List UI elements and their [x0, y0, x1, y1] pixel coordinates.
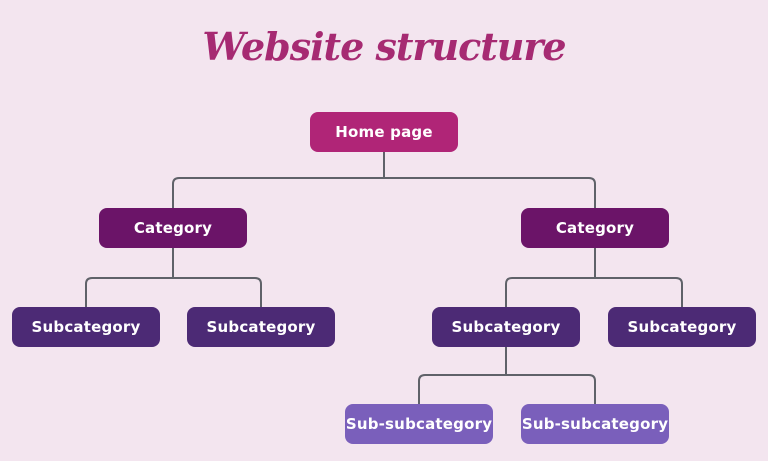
node-subcategory-2: Subcategory [187, 307, 335, 347]
node-label: Subcategory [31, 318, 141, 336]
diagram-title: Website structure [202, 24, 566, 69]
node-subsubcategory-1: Sub-subcategory [345, 404, 493, 444]
node-label: Subcategory [451, 318, 561, 336]
connector-cat-right-bar [505, 277, 683, 307]
connector-subcat-bar [418, 374, 596, 404]
node-label: Subcategory [206, 318, 316, 336]
node-home-page: Home page [310, 112, 458, 152]
connector-home-bar [172, 177, 596, 208]
node-category-right: Category [521, 208, 669, 248]
node-label: Subcategory [627, 318, 737, 336]
connector-cat-left-bar [85, 277, 262, 307]
node-subcategory-3: Subcategory [432, 307, 580, 347]
node-subcategory-1: Subcategory [12, 307, 160, 347]
node-label: Home page [335, 123, 433, 141]
node-subcategory-4: Subcategory [608, 307, 756, 347]
node-label: Category [133, 219, 213, 237]
node-label: Sub-subcategory [345, 415, 493, 433]
node-subsubcategory-2: Sub-subcategory [521, 404, 669, 444]
node-category-left: Category [99, 208, 247, 248]
node-label: Category [555, 219, 635, 237]
node-label: Sub-subcategory [521, 415, 669, 433]
